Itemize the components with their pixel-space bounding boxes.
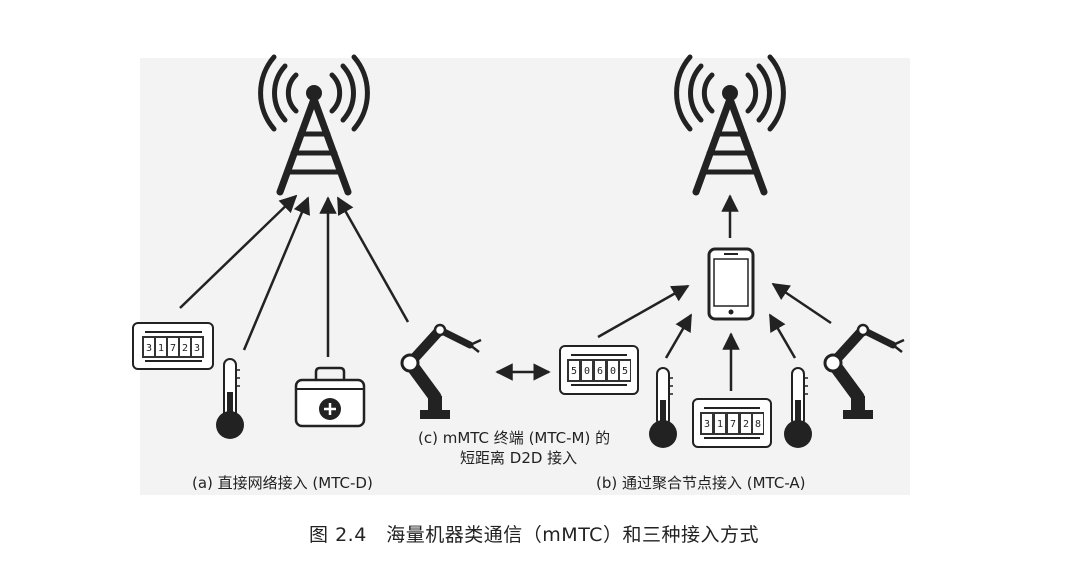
meter-digit: 1 bbox=[717, 419, 723, 430]
label-mtc-d: (a) 直接网络接入 (MTC-D) bbox=[192, 474, 373, 492]
meter-digit: 3 bbox=[704, 419, 710, 430]
meter-digit: 8 bbox=[755, 419, 761, 430]
meter-digit: 6 bbox=[597, 366, 603, 377]
label-mtc-m-line2: 短距离 D2D 接入 bbox=[460, 449, 578, 467]
smartphone-icon bbox=[707, 247, 755, 321]
utility-meter-icon-left: 3 1 7 2 3 bbox=[132, 322, 214, 370]
label-mtc-m-line1: (c) mMTC 终端 (MTC-M) 的 bbox=[418, 429, 611, 447]
utility-meter-icon-right: 3 1 7 2 8 bbox=[692, 398, 772, 448]
meter-digit: 1 bbox=[158, 343, 164, 354]
thermometer-icon-right bbox=[784, 367, 812, 448]
cell-tower-icon-left bbox=[258, 54, 370, 196]
uplink-arrows-right bbox=[597, 194, 832, 391]
robot-arm-icon-left bbox=[400, 323, 482, 419]
meter-digit: 0 bbox=[584, 366, 590, 377]
label-mtc-a: (b) 通过聚合节点接入 (MTC-A) bbox=[596, 474, 806, 492]
meter-digit: 2 bbox=[182, 343, 188, 354]
cell-tower-icon-right bbox=[674, 54, 786, 196]
diagram-panel bbox=[140, 58, 910, 495]
uplink-arrows-left bbox=[179, 194, 410, 357]
meter-digit: 5 bbox=[571, 366, 577, 377]
meter-digit: 7 bbox=[170, 343, 176, 354]
meter-digit: 3 bbox=[194, 343, 200, 354]
figure-caption: 图 2.4 海量机器类通信（mMTC）和三种接入方式 bbox=[309, 524, 759, 546]
meter-digit: 3 bbox=[146, 343, 152, 354]
meter-digit: 2 bbox=[743, 419, 749, 430]
utility-meter-icon-middle: 5 0 6 0 5 bbox=[559, 345, 639, 395]
medical-kit-icon bbox=[294, 366, 366, 428]
meter-digit: 7 bbox=[730, 419, 736, 430]
thermometer-icon-left bbox=[216, 358, 244, 439]
thermometer-icon-center bbox=[649, 367, 677, 448]
meter-digit: 5 bbox=[622, 366, 628, 377]
meter-digit: 0 bbox=[610, 366, 616, 377]
robot-arm-icon-right bbox=[823, 323, 905, 419]
